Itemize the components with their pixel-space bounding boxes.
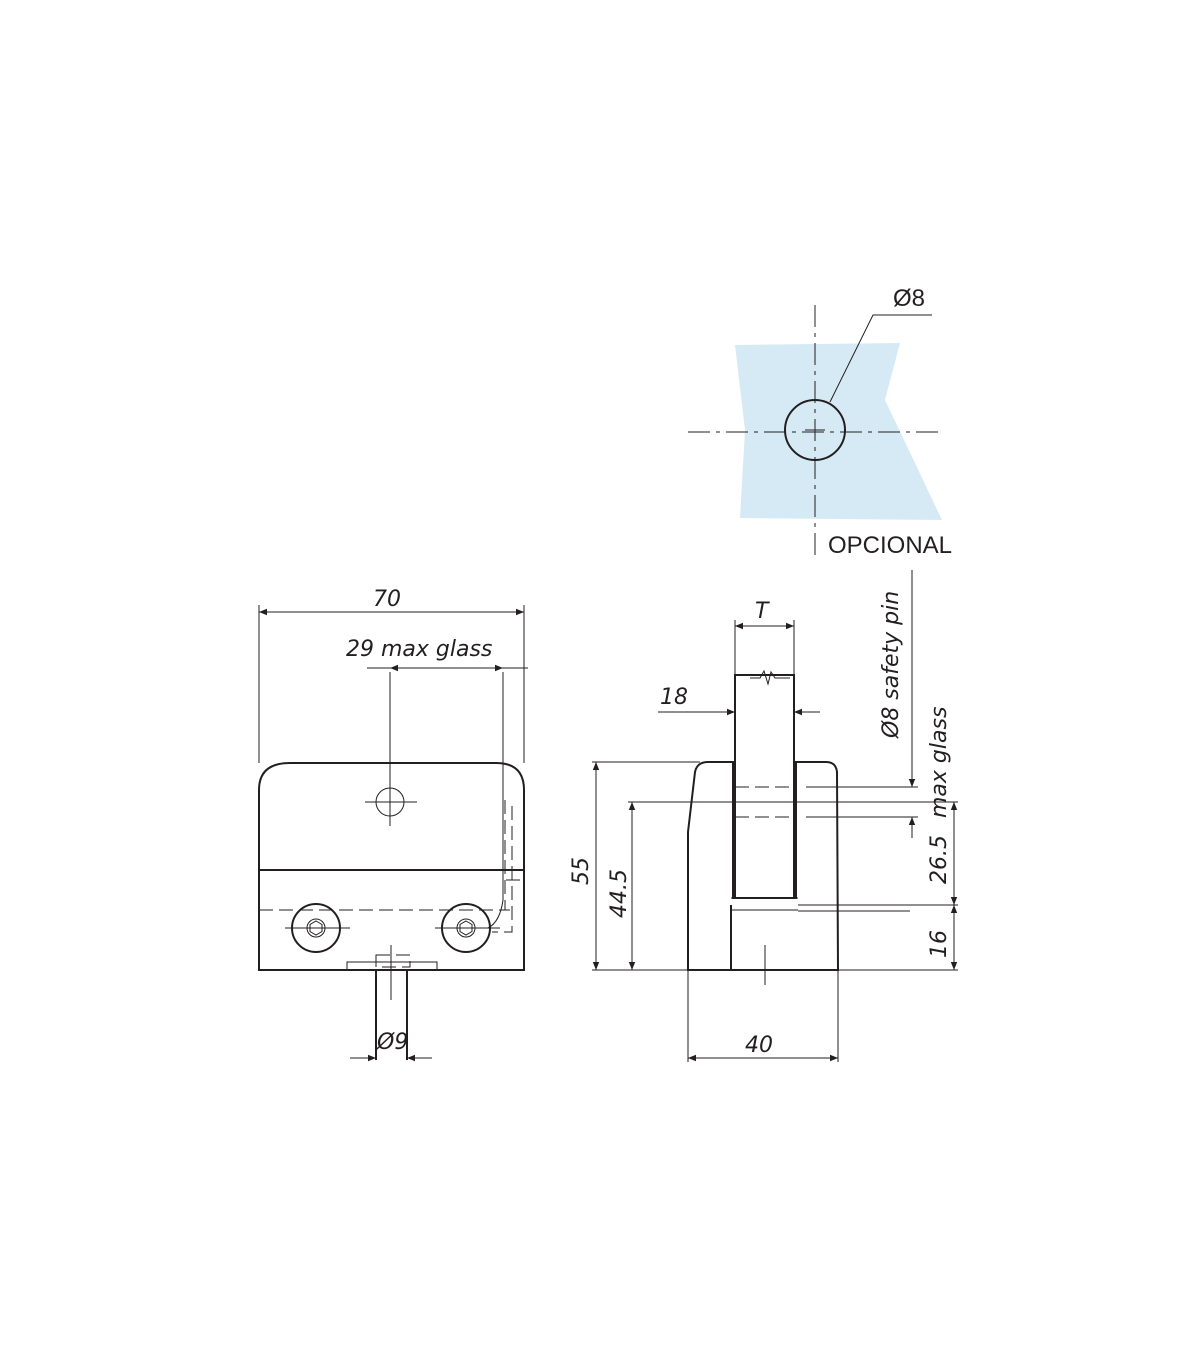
- thickness-dimension-label: T: [755, 599, 770, 624]
- glass-panel-shape: [735, 343, 942, 520]
- inner-height-dimension-label: 44.5: [607, 869, 632, 918]
- hole-diameter-label: Ø8: [893, 285, 925, 312]
- pin-dimension-label: Ø8 safety pin: [879, 591, 904, 739]
- hole-circle: [784, 399, 846, 461]
- depth-dimension-label: 40: [745, 1033, 773, 1058]
- base-dimension-label: 16: [927, 930, 952, 958]
- bolt-diameter-label: Ø9: [376, 1030, 408, 1055]
- pin-height-dimension-label: 26.5: [927, 835, 952, 884]
- diameter-leader: [829, 314, 932, 403]
- front-view: 70 29 max glass Ø9: [258, 587, 528, 1062]
- slot-dimension-label: 18: [660, 685, 688, 710]
- screw-right: [435, 903, 500, 953]
- max-glass-dimension-label: 29 max glass: [346, 637, 492, 662]
- side-view: T 18 55 44.5 40 Ø8 safety pin max glass …: [569, 570, 958, 1062]
- width-dimension-label: 70: [373, 587, 401, 612]
- side-max-glass-label: max glass: [927, 707, 952, 818]
- optional-hole-detail: Ø8 OPCIONAL: [688, 285, 952, 559]
- height-dimension-label: 55: [569, 857, 594, 885]
- front-body-outline: [258, 762, 525, 971]
- optional-note: OPCIONAL: [828, 532, 952, 559]
- side-body-outline: [687, 761, 840, 971]
- glass-break-mark: [750, 669, 790, 686]
- bolt-washer: [346, 961, 438, 971]
- screw-left: [285, 903, 350, 953]
